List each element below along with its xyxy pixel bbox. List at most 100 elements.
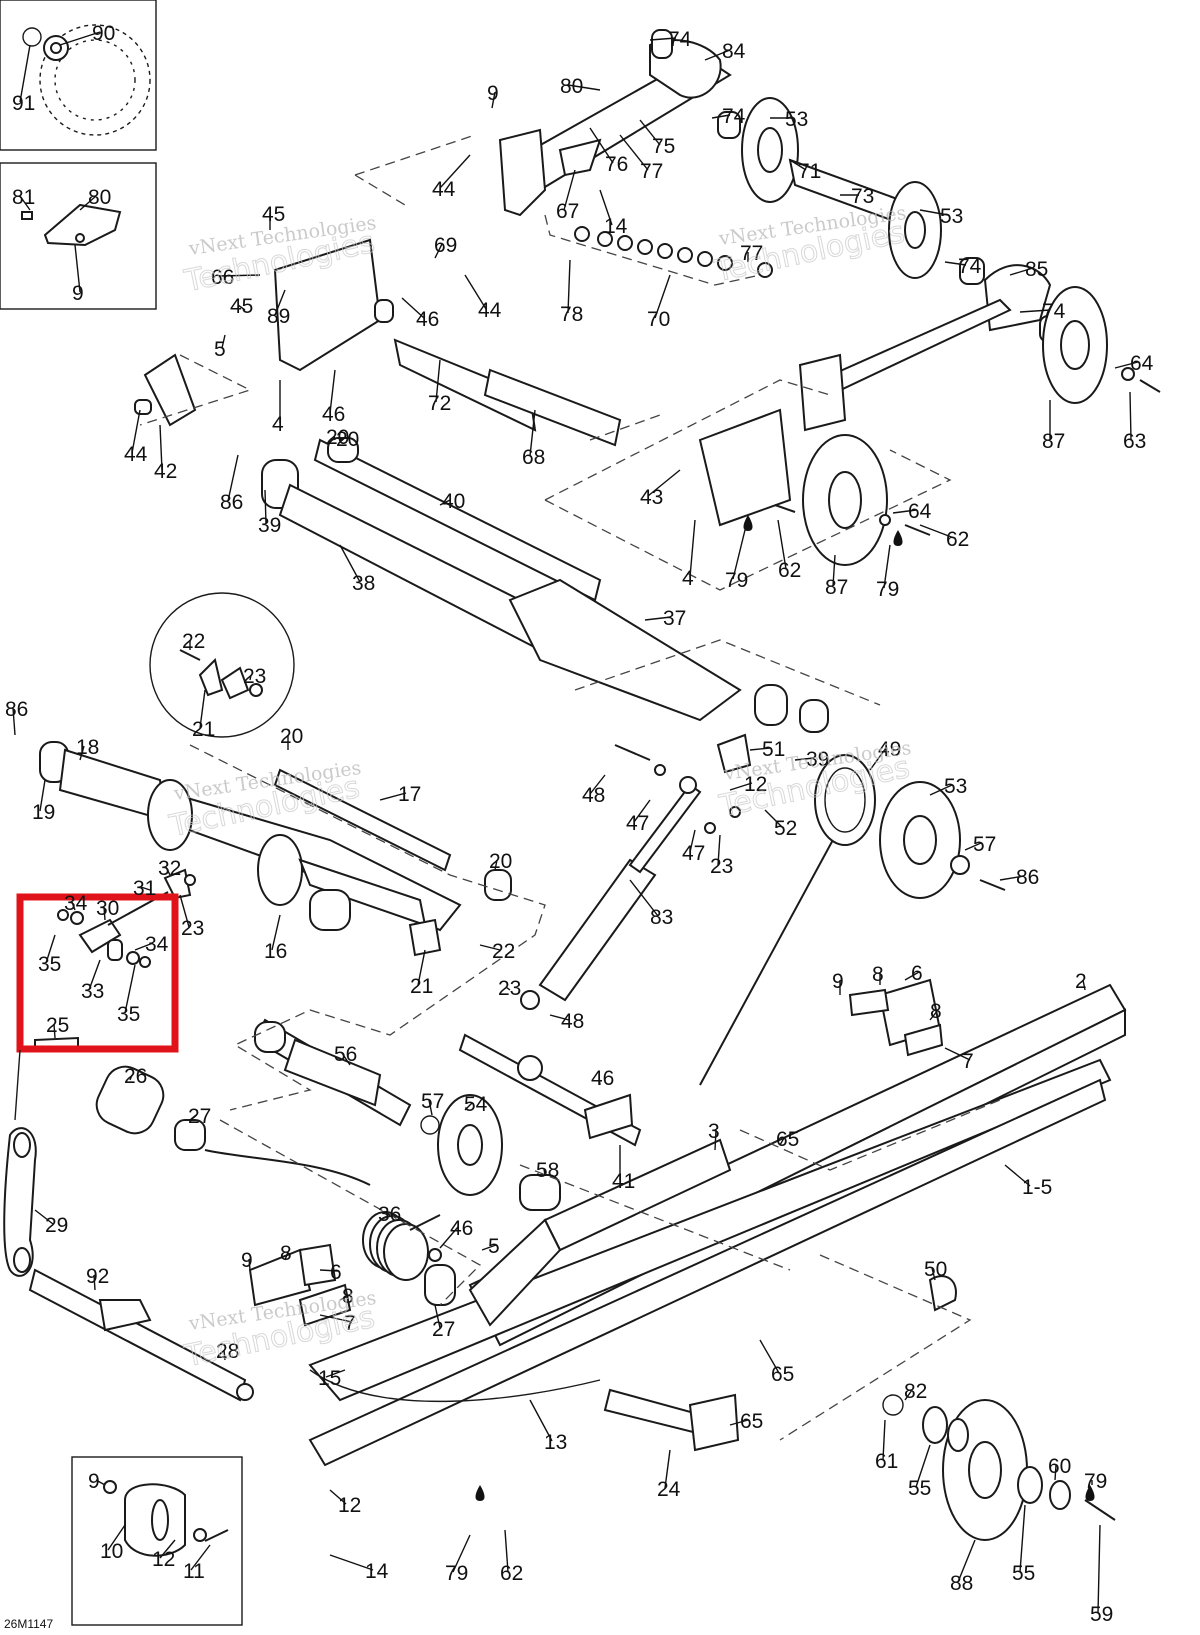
- callout-59: 59: [1090, 1603, 1113, 1626]
- callout-43: 43: [640, 486, 663, 509]
- leader-line: [999, 875, 1025, 881]
- leader-line: [435, 359, 441, 403]
- callout-76: 76: [605, 153, 628, 176]
- callout-79: 79: [445, 1562, 468, 1585]
- callout-28: 28: [216, 1340, 239, 1363]
- callout-79: 79: [725, 569, 748, 592]
- highlight-subassembly: [34, 868, 196, 1052]
- callout-86: 86: [5, 698, 28, 721]
- callout-72: 72: [428, 392, 451, 415]
- callout-21: 21: [192, 718, 215, 741]
- callout-86: 86: [1016, 866, 1039, 889]
- callout-10: 10: [100, 1540, 123, 1563]
- leader-line: [904, 1389, 913, 1401]
- callout-51: 51: [762, 738, 785, 761]
- callout-80: 80: [88, 186, 111, 209]
- leader-line: [789, 159, 807, 171]
- leader-line: [124, 964, 136, 1014]
- leader-line: [179, 894, 190, 928]
- callout-12: 12: [338, 1494, 361, 1517]
- callout-23: 23: [243, 665, 266, 688]
- leader-line: [271, 914, 281, 951]
- leader-line: [929, 1009, 939, 1021]
- callout-8: 8: [872, 963, 884, 986]
- callout-44: 44: [478, 299, 502, 322]
- leader-line: [1004, 1164, 1031, 1187]
- leader-line: [494, 859, 498, 871]
- leader-line: [794, 757, 815, 761]
- callout-91: 91: [12, 92, 35, 115]
- callout-92: 92: [86, 1265, 109, 1288]
- leader-line: [59, 31, 101, 46]
- callout-64: 64: [908, 500, 932, 523]
- callout-53: 53: [785, 108, 808, 131]
- callout-20: 20: [280, 725, 303, 748]
- leader-line: [504, 1529, 509, 1573]
- callout-57: 57: [973, 833, 996, 856]
- leader-line: [329, 369, 336, 414]
- callout-41: 41: [612, 1170, 635, 1193]
- leader-line: [481, 1244, 497, 1251]
- leader-line: [689, 519, 696, 578]
- leader-line: [589, 127, 614, 164]
- leader-line: [248, 1258, 251, 1271]
- callout-82: 82: [904, 1380, 927, 1403]
- leader-line: [189, 1114, 197, 1121]
- callout-2: 2: [1075, 970, 1087, 993]
- leader-line: [325, 1369, 346, 1378]
- callout-36: 36: [378, 1203, 401, 1226]
- leader-line: [319, 1269, 339, 1272]
- leader-line: [1082, 979, 1086, 991]
- callout-64: 64: [1130, 352, 1154, 375]
- leader-line: [619, 134, 649, 171]
- callout-8: 8: [280, 1242, 292, 1265]
- callout-14: 14: [365, 1560, 389, 1583]
- callout-5: 5: [214, 338, 226, 361]
- callout-74: 74: [722, 105, 746, 128]
- leader-line: [434, 243, 443, 259]
- leader-line: [1129, 391, 1132, 441]
- leader-line: [159, 424, 163, 471]
- callout-27: 27: [432, 1318, 455, 1341]
- inset-bracket-box: [0, 162, 157, 310]
- callout-75: 75: [652, 135, 675, 158]
- callout-79: 79: [1084, 1470, 1107, 1493]
- callout-73: 73: [851, 185, 874, 208]
- leader-line: [944, 1047, 971, 1061]
- callout-86: 86: [220, 491, 243, 514]
- leader-line: [93, 1274, 96, 1291]
- diagram-code: 26M1147: [4, 1617, 53, 1631]
- callout-54: 54: [464, 1093, 488, 1116]
- callout-52: 52: [774, 817, 797, 840]
- leader-line: [341, 1052, 351, 1066]
- leader-line: [95, 1479, 106, 1486]
- callout-65: 65: [771, 1363, 794, 1386]
- leader-line: [543, 1168, 546, 1176]
- leader-line: [779, 1137, 785, 1146]
- callout-65: 65: [776, 1128, 799, 1151]
- leader-line: [491, 91, 496, 109]
- callout-18: 18: [76, 736, 99, 759]
- callout-8: 8: [342, 1285, 354, 1308]
- leader-line: [567, 84, 601, 91]
- callout-9: 9: [88, 1470, 100, 1493]
- callout-48: 48: [561, 1010, 584, 1033]
- leader-line: [88, 959, 101, 991]
- leader-line: [159, 1539, 176, 1559]
- callout-20: 20: [489, 850, 512, 873]
- callout-35: 35: [117, 1003, 140, 1026]
- callout-84: 84: [722, 40, 746, 63]
- leader-line: [131, 409, 141, 454]
- callout-30: 30: [96, 897, 119, 920]
- leader-line: [1114, 361, 1139, 369]
- callout-3: 3: [708, 1120, 720, 1143]
- leader-line: [732, 529, 746, 580]
- leader-line: [401, 297, 425, 319]
- leader-line: [379, 792, 407, 801]
- leader-line: [649, 37, 677, 41]
- leader-line: [529, 1399, 553, 1442]
- callout-44: 44: [432, 178, 456, 201]
- callout-47: 47: [682, 842, 705, 865]
- leader-line: [529, 409, 536, 457]
